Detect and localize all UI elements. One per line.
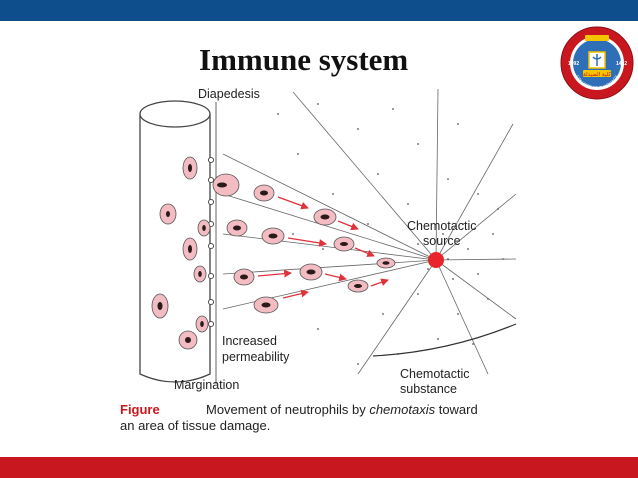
label-increased-permeability-line1: Increased xyxy=(222,334,277,348)
gradient-speckles xyxy=(277,103,504,365)
chemotactic-rays xyxy=(222,88,517,375)
label-chemotactic-substance-line2: substance xyxy=(400,382,457,396)
label-diapedesis: Diapedesis xyxy=(198,87,260,101)
logo-arabic-name: كلية الصيدلة xyxy=(583,71,611,78)
logo-year-right: 1412 xyxy=(616,61,627,67)
migrating-neutrophil-nuclei xyxy=(217,182,390,308)
caption-figure-label: Figure xyxy=(120,402,160,417)
college-logo: كلية الصيدلة 1992 1412 COLLEGE OF PHARMA… xyxy=(560,26,634,100)
vessel-wall-pores xyxy=(207,156,215,328)
chemotactic-substance-boundary xyxy=(372,323,517,357)
slide-title: Immune system xyxy=(199,42,409,77)
chemotactic-source-marker xyxy=(428,252,444,268)
logo-year-left: 1992 xyxy=(568,61,579,67)
chemotaxis-diagram: Diapedesis Chemotactic source Increased … xyxy=(120,87,517,433)
neutrophil-nuclei-vessel xyxy=(157,164,206,343)
top-banner xyxy=(0,0,638,21)
label-chemotactic-source-line1: Chemotactic xyxy=(407,219,476,233)
label-chemotactic-substance-line1: Chemotactic xyxy=(400,367,469,381)
label-increased-permeability-line2: permeability xyxy=(222,350,290,364)
caption-line2: an area of tissue damage. xyxy=(120,418,270,433)
label-margination: Margination xyxy=(174,378,239,392)
label-chemotactic-source-line2: source xyxy=(423,234,461,248)
caption-line1: Movement of neutrophils by chemotaxis to… xyxy=(206,402,478,417)
chemotaxis-arrows xyxy=(257,196,389,299)
bottom-banner xyxy=(0,457,638,478)
blood-vessel xyxy=(139,100,217,384)
